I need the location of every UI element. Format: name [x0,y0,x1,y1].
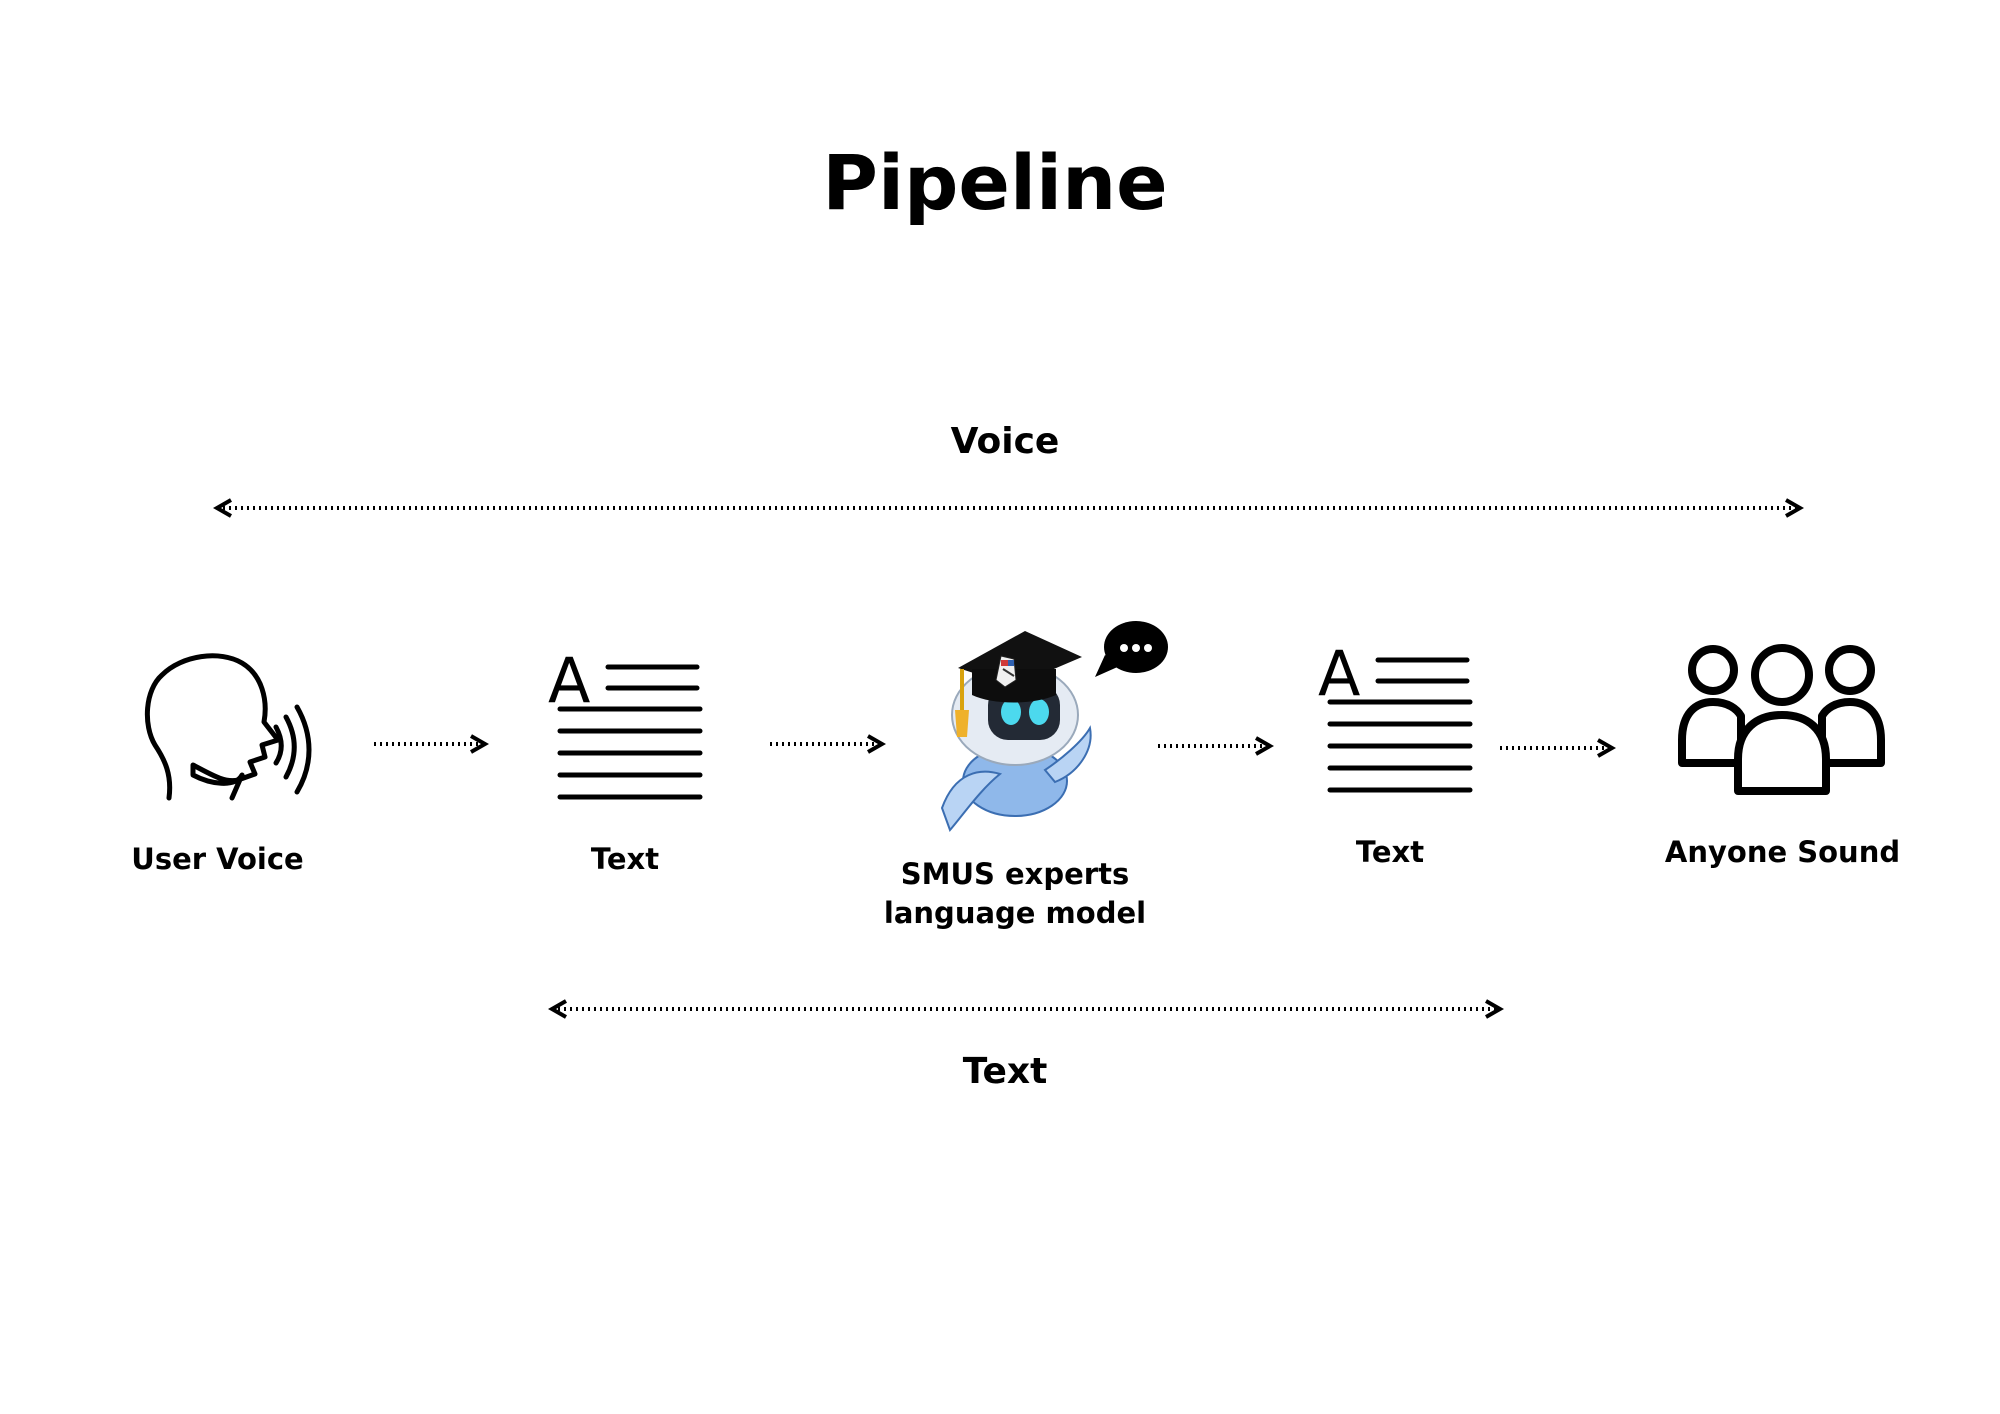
step-label-text-input: Text [590,842,660,876]
step-label-user-voice: User Voice [131,842,304,876]
voice-span-label: Voice [950,421,1060,462]
svg-text:A: A [1318,637,1360,710]
text-document-icon: A [548,644,703,800]
step-label-anyone-sound: Anyone Sound [1664,835,1901,869]
diagram-title: Pipeline [822,138,1168,227]
speaking-head-icon [144,653,312,801]
text-document-icon: A [1318,637,1473,793]
svg-text:A: A [548,644,590,717]
text-span-label: Text [962,1051,1048,1092]
step-label-text-output: Text [1355,835,1425,869]
people-group-icon [1678,644,1885,795]
graduate-robot-icon [940,621,1168,832]
step-label-language-model: SMUS experts language model [883,857,1147,930]
